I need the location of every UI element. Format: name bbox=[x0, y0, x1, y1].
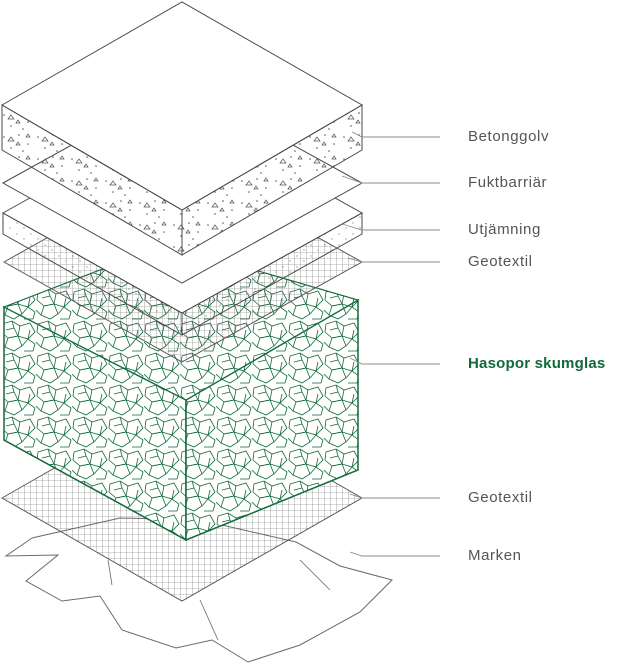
label-hasopor-skumglas: Hasopor skumglas bbox=[468, 355, 606, 372]
leader-lines bbox=[341, 131, 440, 557]
label-utjamning: Utjämning bbox=[468, 221, 541, 238]
label-geotextil-top: Geotextil bbox=[468, 253, 533, 270]
label-marken: Marken bbox=[468, 547, 522, 564]
concrete-slab bbox=[1, 1, 363, 256]
label-geotextil-bottom: Geotextil bbox=[468, 489, 533, 506]
label-betonggolv: Betonggolv bbox=[468, 128, 550, 145]
label-fuktbarriar: Fuktbarriär bbox=[468, 174, 548, 191]
